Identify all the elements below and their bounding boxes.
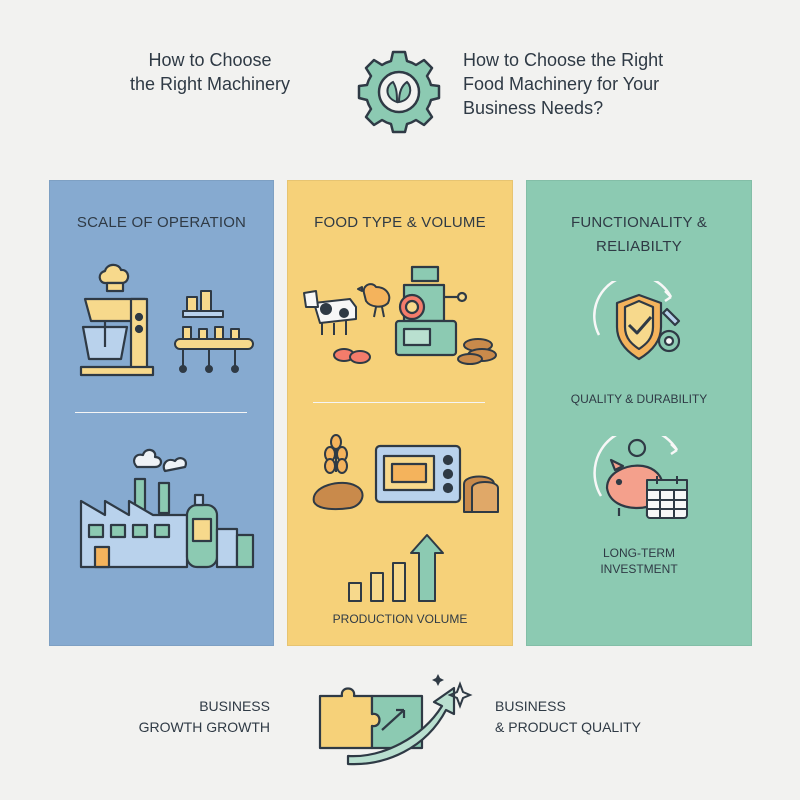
gear-leaf-icon	[357, 50, 441, 134]
footer-left-line-2: GROWTH GROWTH	[138, 719, 270, 735]
divider	[75, 412, 247, 413]
bread-icon	[463, 475, 499, 513]
header-left-line-2: the Right Machinery	[129, 74, 291, 94]
shield-check-icon	[593, 281, 681, 361]
investment-line-2: INVESTMENT	[600, 562, 678, 576]
stand-mixer-icon	[79, 263, 254, 377]
footer-right-line-1: BUSINESS	[495, 698, 566, 714]
column-title-line: FOOD TYPE & VOLUME	[314, 214, 486, 231]
calendar-icon	[646, 476, 688, 519]
bakery-icon	[312, 434, 499, 513]
footer-right-line-2: & PRODUCT QUALITY	[495, 719, 641, 735]
footer-right-label: BUSINESS & PRODUCT QUALITY	[495, 696, 695, 738]
puzzle-arrow-icon	[318, 674, 473, 766]
header-left-title: How to Choose the Right Machinery	[100, 48, 320, 96]
column-title: FOOD TYPE & VOLUME	[288, 211, 512, 235]
column-title: SCALE OF OPERATION	[50, 211, 273, 235]
column-food-type-volume: FOOD TYPE & VOLUME	[287, 180, 513, 646]
column-title-line: SCALE OF OPERATION	[76, 214, 247, 231]
conveyor-line-icon	[174, 290, 254, 373]
chicken-icon	[357, 283, 391, 318]
header-right-line-3: Business Needs?	[463, 98, 604, 118]
column-scale-of-operation: SCALE OF OPERATION	[49, 180, 274, 646]
meat-grinder-icon	[394, 265, 468, 357]
growth-bars-icon	[348, 534, 444, 602]
column-functionality-reliability: FUNCTIONALITY & RELIABILTY QUALITY & DUR…	[526, 180, 752, 646]
food-machines-icon	[303, 265, 497, 365]
column-title-line-1: FUNCTIONALITY &	[570, 214, 708, 231]
factory-icon	[79, 448, 255, 569]
header-right-line-2: Food Machinery for Your	[463, 74, 660, 94]
quality-durability-label: QUALITY & DURABILITY	[570, 392, 708, 406]
piggy-bank-icon	[593, 436, 688, 519]
footer-left-label: BUSINESS GROWTH GROWTH	[120, 696, 270, 738]
column-title: FUNCTIONALITY & RELIABILTY	[527, 211, 751, 259]
divider	[313, 402, 485, 403]
oven-icon	[374, 444, 462, 504]
header-left-line-1: How to Choose	[148, 50, 272, 70]
investment-line-1: LONG-TERM	[603, 546, 675, 560]
production-volume-label: PRODUCTION VOLUME	[332, 612, 468, 626]
footer-left-line-1: BUSINESS	[199, 698, 270, 714]
header-right-title: How to Choose the Right Food Machinery f…	[463, 48, 723, 120]
cow-icon	[303, 290, 357, 335]
long-term-investment-label: LONG-TERM INVESTMENT	[527, 545, 751, 577]
column-title-line-2: RELIABILTY	[596, 238, 682, 255]
header-right-line-1: How to Choose the Right	[463, 50, 664, 70]
